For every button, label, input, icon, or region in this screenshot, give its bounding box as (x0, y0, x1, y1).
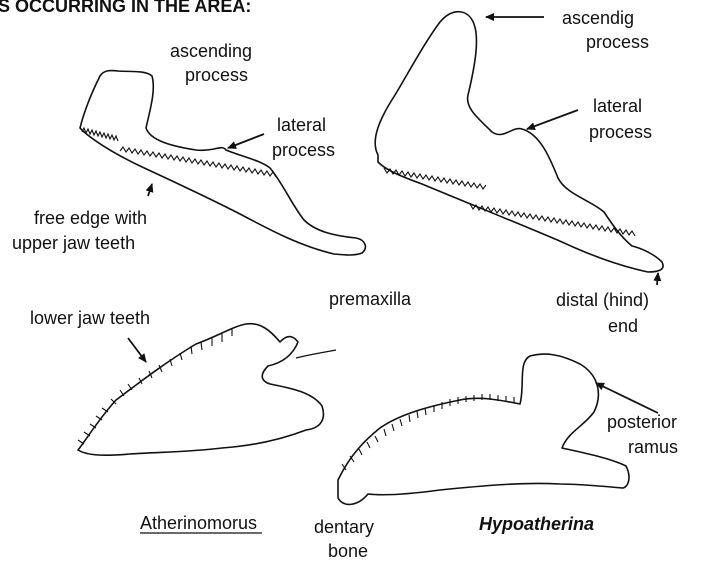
label-posterior-ramus-2: ramus (628, 437, 678, 457)
arrow-lower-jaw-teeth (128, 338, 146, 362)
label-ascending-process-left-2: process (185, 65, 248, 85)
label-dentary-bone-2: bone (328, 541, 368, 561)
label-premaxilla: premaxilla (329, 289, 412, 309)
label-posterior-ramus-1: posterior (607, 412, 677, 432)
arrow-lateral-process-left (228, 134, 264, 148)
premaxilla-left-teeth (82, 128, 276, 177)
label-lateral-process-left-2: process (272, 140, 335, 160)
arrow-lateral-process-right (527, 110, 578, 129)
label-free-edge-2: upper jaw teeth (12, 233, 135, 253)
label-ascending-process-right-2: process (586, 32, 649, 52)
arrow-distal-end (657, 273, 658, 285)
arrow-free-edge (148, 184, 152, 196)
label-lateral-process-right-1: lateral (593, 96, 642, 116)
premaxilla-right-teeth (384, 168, 635, 236)
label-free-edge-1: free edge with (34, 208, 147, 228)
dentary-right-outline (338, 354, 629, 504)
label-ascending-process-left-1: ascending (170, 41, 252, 61)
header-fragment: S OCCURRING IN THE AREA: (0, 0, 251, 16)
dentary-left-edge-line (296, 350, 336, 358)
genus-left: Atherinomorus (140, 513, 257, 533)
label-ascending-process-right-1: ascendig (562, 8, 634, 28)
label-lateral-process-right-2: process (589, 122, 652, 142)
label-distal-end-2: end (608, 316, 638, 336)
label-distal-end-1: distal (hind) (556, 290, 649, 310)
arrow-posterior-ramus (596, 383, 658, 413)
dentary-left-teeth (78, 328, 232, 444)
genus-right: Hypoatherina (479, 514, 594, 534)
label-dentary-bone-1: dentary (314, 517, 374, 537)
label-lower-jaw-teeth: lower jaw teeth (30, 308, 150, 328)
dentary-right-teeth (342, 394, 514, 470)
label-lateral-process-left-1: lateral (277, 115, 326, 135)
